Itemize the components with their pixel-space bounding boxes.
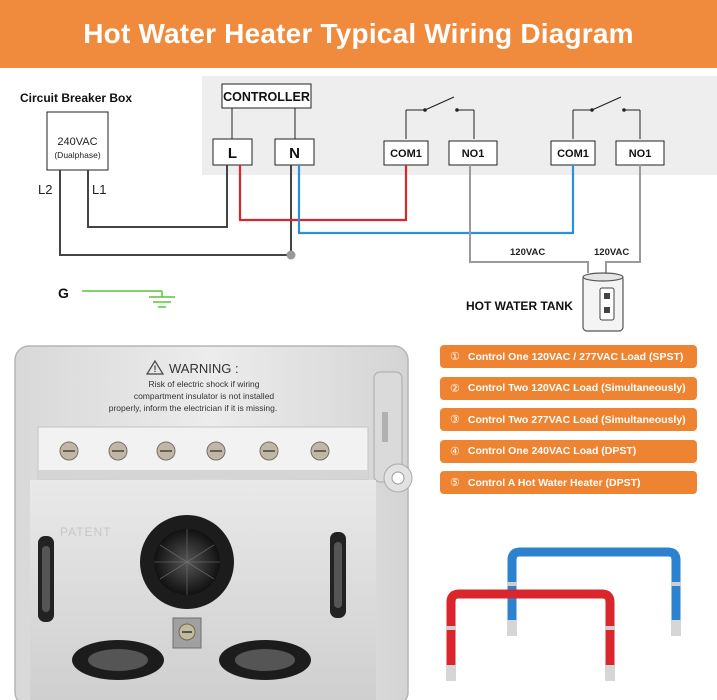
load-option-3: ③ Control Two 277VAC Load (Simultaneously… — [440, 408, 697, 431]
terminal-screws — [59, 441, 330, 461]
wire-grey-a — [469, 165, 589, 273]
terminal-com1-b-label: COM1 — [557, 148, 589, 160]
terminal-n — [274, 138, 315, 166]
patent-text: PATENT — [60, 525, 112, 539]
load-options: ① Control One 120VAC / 277VAC Load (SPST)… — [440, 345, 697, 503]
load-option-label: Control Two 277VAC Load (Simultaneously) — [467, 413, 686, 426]
terminal-no1-b-label: NO1 — [629, 148, 652, 160]
breaker-box-label: Circuit Breaker Box — [20, 91, 132, 105]
load-option-number: ② — [450, 382, 460, 395]
neutral-junction — [286, 250, 296, 260]
load-option-4: ④ Control One 240VAC Load (DPST) — [440, 439, 697, 463]
ground-symbol-icon — [149, 291, 175, 308]
wire-l2 — [59, 165, 292, 256]
wire-blue — [297, 165, 575, 235]
terminal-no1-a-label: NO1 — [462, 148, 485, 160]
load-option-number: ④ — [450, 445, 460, 458]
svg-text:!: ! — [154, 364, 157, 374]
load-option-1: ① Control One 120VAC / 277VAC Load (SPST) — [440, 345, 697, 368]
tank-label: HOT WATER TANK — [466, 299, 573, 313]
ground-label: G — [58, 285, 69, 301]
wire-l1 — [87, 165, 228, 228]
warning-icon: ! — [145, 359, 165, 375]
load-option-5: ⑤ Control A Hot Water Heater (DPST) — [440, 471, 697, 494]
voltage-right: 120VAC — [594, 247, 629, 258]
wire-grey-b — [605, 165, 641, 273]
enclosure-illustration: ! WARNING : Risk of electric shock if wi… — [14, 345, 681, 700]
warning-line3: properly, inform the electrician if it i… — [109, 403, 277, 413]
breaker-voltage: 240VAC — [57, 136, 97, 148]
wire-red — [238, 165, 408, 222]
breaker-box — [46, 111, 109, 171]
warning-line2: compartment insulator is not installed — [134, 391, 275, 401]
load-option-label: Control A Hot Water Heater (DPST) — [467, 476, 641, 489]
terminal-l-label: L — [228, 145, 237, 162]
load-option-label: Control Two 120VAC Load (Simultaneously) — [467, 382, 686, 394]
wiring-diagram: CONTROLLER Circuit Breaker Box 240VAC (D… — [20, 76, 717, 332]
terminal-no1-a — [448, 140, 498, 166]
load-option-label: Control One 120VAC / 277VAC Load (SPST) — [467, 350, 684, 363]
controller-label-box — [221, 83, 312, 109]
load-option-2: ② Control Two 120VAC Load (Simultaneously… — [440, 376, 697, 400]
terminal-l — [212, 138, 253, 166]
l1-label: L1 — [92, 182, 106, 197]
terminal-com1-a-label: COM1 — [390, 148, 422, 160]
jumper-wire-red — [446, 589, 615, 681]
breaker-phase: (Dualphase) — [54, 150, 100, 160]
l2-label: L2 — [38, 182, 52, 197]
load-option-label: Control One 240VAC Load (DPST) — [467, 445, 637, 457]
hot-water-tank-icon — [582, 272, 624, 332]
load-option-number: ① — [450, 351, 460, 363]
controller-label: CONTROLLER — [223, 90, 310, 104]
terminal-n-label: N — [289, 145, 300, 162]
voltage-left: 120VAC — [510, 247, 545, 258]
jumper-wire-blue — [507, 547, 681, 636]
load-option-number: ③ — [450, 414, 460, 426]
page-title: Hot Water Heater Typical Wiring Diagram — [0, 0, 717, 68]
terminal-no1-b — [615, 140, 665, 166]
warning-title: WARNING : — [169, 361, 239, 376]
ground-lug-icon — [172, 617, 202, 649]
warning-line1: Risk of electric shock if wiring — [148, 379, 259, 389]
load-option-number: ⑤ — [450, 477, 460, 489]
